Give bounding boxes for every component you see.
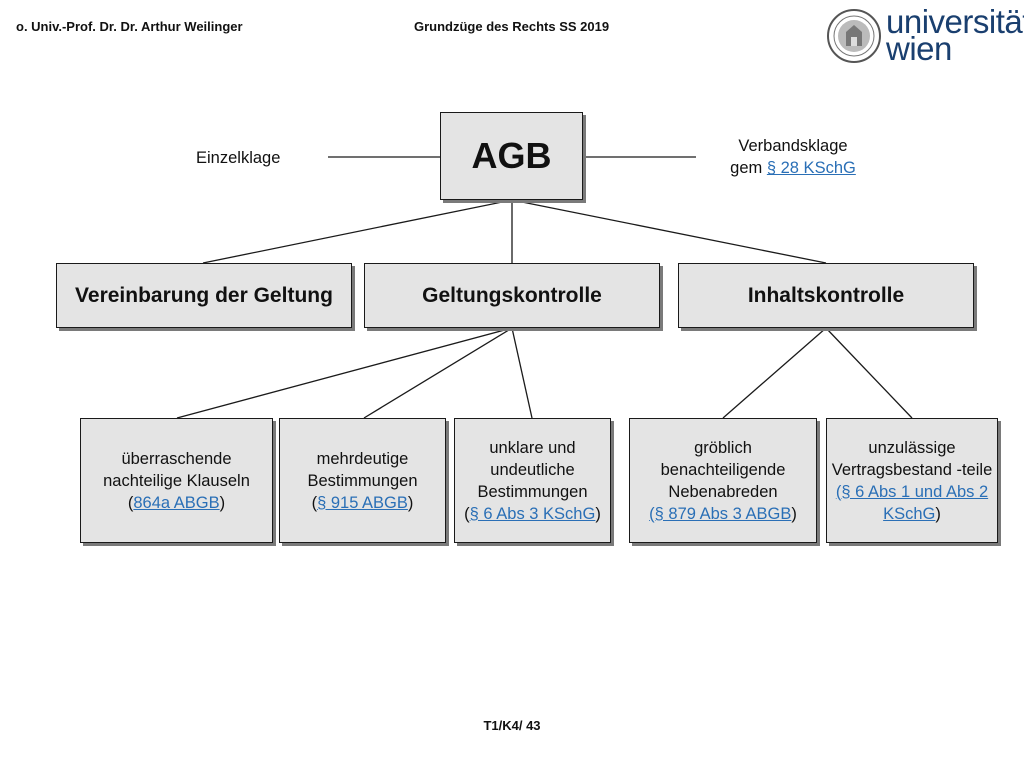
link-6-abs-1-und-abs-2-kschg[interactable]: (§ 6 Abs 1 und Abs 2 KSchG <box>835 482 989 523</box>
header-course-title: Grundzüge des Rechts SS 2019 <box>414 19 610 34</box>
connector-geltung-ueberraschend <box>176 327 513 419</box>
connector-agb-inhalt <box>511 199 827 264</box>
verbandsklage-prefix: gem <box>730 159 763 177</box>
connector-agb-vereinbarung <box>202 199 513 264</box>
node-vereinbarung-der-geltung: Vereinbarung der Geltung <box>56 263 352 328</box>
paren-close: ) <box>407 493 414 512</box>
node-mehrdeutige-bestimmungen-content: mehrdeutige Bestimmungen (§ 915 ABGB) <box>282 448 443 514</box>
node-unklare-bestimmungen: unklare und undeutliche Bestimmungen (§ 6… <box>454 418 611 543</box>
node-unklare-bestimmungen-content: unklare und undeutliche Bestimmungen (§ 6… <box>457 437 608 525</box>
paren-close: ) <box>791 504 797 523</box>
connector-inhalt-groeblich <box>722 327 827 419</box>
paren-open: ( <box>464 504 470 523</box>
paren-close: ) <box>595 504 601 523</box>
label-einzelklage: Einzelklage <box>196 149 281 167</box>
paren-close: ) <box>935 504 941 523</box>
node-unklare-bestimmungen-text: unklare und undeutliche Bestimmungen <box>477 438 588 501</box>
node-inhaltskontrolle: Inhaltskontrolle <box>678 263 974 328</box>
link-6-abs-3-kschg[interactable]: § 6 Abs 3 KSchG <box>469 504 596 523</box>
node-ueberraschende-klauseln-content: überraschende nachteilige Klauseln (864a … <box>83 448 270 514</box>
node-unzulaessig-text: unzulässige Vertragsbestand -teile <box>831 438 993 479</box>
link-915-abgb[interactable]: § 915 ABGB <box>317 493 408 512</box>
logo-line-universitaet: universität <box>886 3 1024 40</box>
node-unzulaessige-vertragsbestandteile: unzulässige Vertragsbestand -teile (§ 6 … <box>826 418 998 543</box>
paren-open: ( <box>127 493 134 512</box>
node-geltungskontrolle: Geltungskontrolle <box>364 263 660 328</box>
link-879-abs-3-abgb[interactable]: (§ 879 Abs 3 ABGB <box>649 504 792 523</box>
verbandsklage-ref: gem § 28 KSchG <box>708 157 878 179</box>
connector-geltung-mehrdeutig <box>363 327 513 419</box>
node-groeblich-text: gröblich benachteiligende Nebenabreden <box>660 438 786 501</box>
node-groeblich-benachteiligende-nebenabreden: gröblich benachteiligende Nebenabreden (§… <box>629 418 817 543</box>
node-ueberraschende-klauseln: überraschende nachteilige Klauseln (864a … <box>80 418 273 543</box>
node-mehrdeutige-bestimmungen-text: mehrdeutige Bestimmungen <box>307 449 418 490</box>
university-seal-icon <box>827 9 881 63</box>
node-mehrdeutige-bestimmungen: mehrdeutige Bestimmungen (§ 915 ABGB) <box>279 418 446 543</box>
connector-geltung-unklar <box>511 327 533 419</box>
logo-line-wien: wien <box>886 30 952 67</box>
university-wordmark: universität wien <box>886 3 1024 67</box>
header-author: o. Univ.-Prof. Dr. Dr. Arthur Weilinger <box>16 19 243 34</box>
node-groeblich-content: gröblich benachteiligende Nebenabreden (§… <box>632 437 814 525</box>
node-agb: AGB <box>440 112 583 200</box>
node-ueberraschende-klauseln-text: überraschende nachteilige Klauseln <box>103 449 250 490</box>
university-logo: universität wien <box>826 5 1024 66</box>
verbandsklage-title: Verbandsklage <box>738 137 848 155</box>
label-verbandsklage: Verbandsklage gem § 28 KSchG <box>708 135 878 179</box>
connector-inhalt-unzulaessig <box>825 327 913 419</box>
paren-open: ( <box>311 493 318 512</box>
paren-close: ) <box>219 493 226 512</box>
node-unzulaessig-content: unzulässige Vertragsbestand -teile (§ 6 … <box>829 437 995 525</box>
link-864a-abgb[interactable]: 864a ABGB <box>133 493 220 512</box>
link-28-kschg[interactable]: § 28 KSchG <box>766 159 856 177</box>
slide-number: T1/K4/ 43 <box>483 718 541 733</box>
